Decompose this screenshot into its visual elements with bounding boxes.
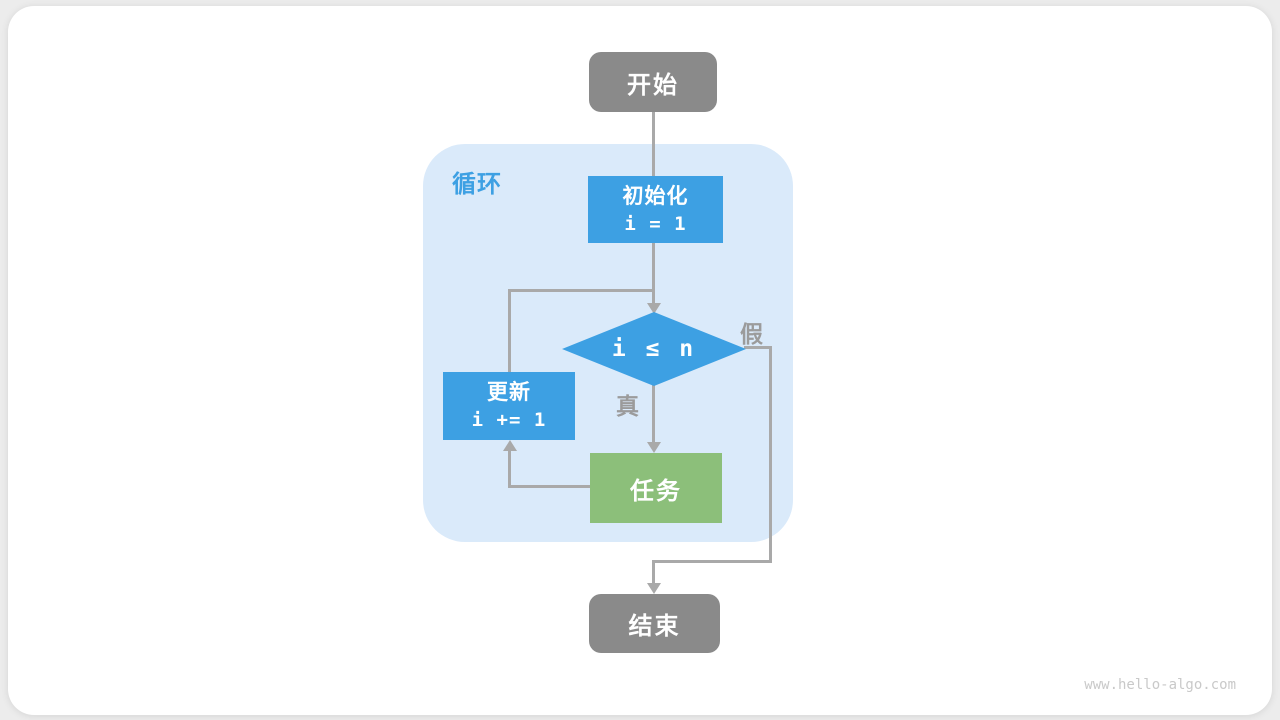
connector-condition-to-task [652,385,655,443]
connector-false-branch-2 [769,346,772,563]
init-node-code: i = 1 [624,212,687,235]
connector-loopback-horizontal [508,289,655,292]
false-edge-label: 假 [740,321,763,347]
update-node: 更新 i += 1 [443,372,575,440]
true-edge-label: 真 [616,393,639,419]
connector-task-to-update-vertical [508,449,511,488]
watermark-url: www.hello-algo.com [1084,677,1236,693]
connector-init-to-condition [652,243,655,304]
connector-task-to-update-horizontal [508,485,592,488]
init-node: 初始化 i = 1 [588,176,723,243]
update-node-title: 更新 [487,381,531,404]
arrowhead-into-update-icon [503,440,517,451]
condition-code: i ≤ n [611,336,697,362]
end-node-label: 结束 [628,613,681,640]
connector-false-branch-1 [744,346,772,349]
task-node: 任务 [590,453,722,523]
arrowhead-into-end-icon [647,583,661,594]
start-node-label: 开始 [627,71,679,99]
arrowhead-into-condition-icon [647,303,661,314]
loop-region-label: 循环 [452,171,502,198]
connector-false-branch-4 [652,560,655,584]
connector-false-branch-3 [652,560,772,563]
init-node-title: 初始化 [622,184,689,208]
end-node: 结束 [589,594,720,653]
arrowhead-into-task-icon [647,442,661,453]
connector-start-to-init [652,112,655,176]
update-node-code: i += 1 [471,409,547,431]
task-node-label: 任务 [630,477,682,505]
start-node: 开始 [589,52,717,112]
connector-update-to-loopback [508,289,511,372]
